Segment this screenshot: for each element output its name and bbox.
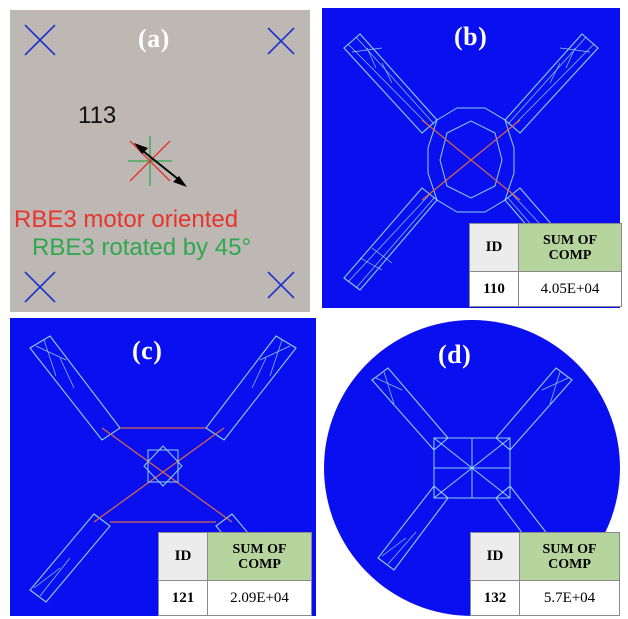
sum-header-line2: COMP [548,556,591,572]
id-value: 110 [469,271,519,307]
sum-value: 2.09E+04 [207,580,312,616]
sum-header: SUM OF COMP [519,532,620,581]
panel-a-label: (a) [138,24,170,53]
panel-c-red-members [93,427,233,523]
panel-b-label: (b) [454,22,488,51]
panel-d-label: (d) [438,340,472,369]
panel-a-canvas [10,10,310,312]
panel-b-red-members [421,119,521,201]
panel-b-center-ring [427,107,515,213]
sum-header-line2: COMP [548,247,592,263]
red-rbe3-lines [129,140,171,182]
sum-header-line1: SUM OF [542,232,598,248]
corner-crosses [24,24,295,303]
sum-header: SUM OF COMP [207,532,312,581]
arrow-label: 113 [78,102,117,129]
id-value: 132 [470,580,520,616]
sum-value: 4.05E+04 [518,271,622,307]
cross-top-right [267,27,295,55]
panel-a: (a) 113 RBE3 motor oriented RBE3 rotated… [10,10,310,312]
cross-bottom-right [267,271,295,299]
id-header: ID [158,532,208,581]
panel-b: (b) ID SUM OF COMP 110 4.05E+04 [322,8,622,308]
sum-header: SUM OF COMP [518,223,622,272]
panel-d-center-box [433,437,511,499]
sum-value: 5.7E+04 [519,580,620,616]
panel-c-label: (c) [132,336,163,365]
cross-bottom-left [24,271,56,303]
cross-top-left [24,24,56,56]
sum-header-line2: COMP [238,556,281,572]
id-value: 121 [158,580,208,616]
legend-red-text: RBE3 motor oriented [14,206,239,233]
panel-d-table: ID SUM OF COMP 132 5.7E+04 [470,532,620,616]
sum-header-line1: SUM OF [232,541,287,557]
panel-c-center-node [143,445,183,487]
panel-b-arm-lattice [347,36,595,289]
panel-c: (c) ID SUM OF COMP 121 2.09E+04 [10,318,316,616]
double-arrow [134,143,187,187]
panel-d: (d) ID SUM OF COMP 132 5.7E+04 [322,318,622,618]
sum-header-line1: SUM OF [542,541,597,557]
id-header: ID [470,532,520,581]
legend-green-text: RBE3 rotated by 45° [32,234,252,261]
id-header: ID [469,223,519,272]
panel-b-table: ID SUM OF COMP 110 4.05E+04 [469,223,622,307]
panel-c-table: ID SUM OF COMP 121 2.09E+04 [158,532,312,616]
